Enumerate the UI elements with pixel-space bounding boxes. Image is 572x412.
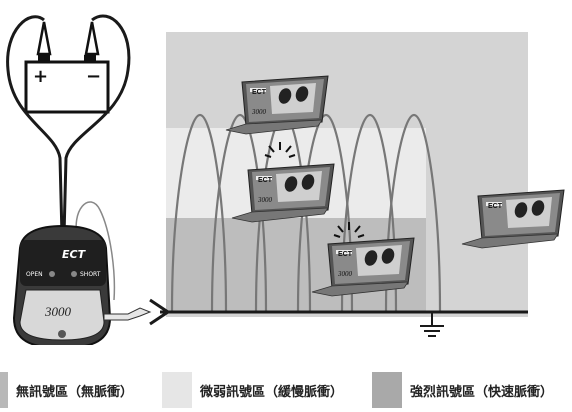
battery-plus-label: + <box>33 66 48 87</box>
legend: 無訊號區（無脈衝） 微弱訊號區（緩慢脈衝） 強烈訊號區（快速脈衝） <box>0 372 572 408</box>
tester-model-label: 3000 <box>44 304 72 319</box>
receiver-model-label: 3000 <box>337 270 353 278</box>
alligator-clip-icon <box>103 307 152 321</box>
legend-label: 微弱訊號區（緩慢脈衝） <box>200 384 344 400</box>
tester-open-label: OPEN <box>26 271 43 278</box>
battery-icon: + − <box>24 55 110 114</box>
tester-short-label: SHORT <box>80 271 101 278</box>
ground-symbol-icon <box>420 312 444 337</box>
transmitter-device: ECT OPEN SHORT 3000 <box>12 224 112 345</box>
receiver-brand-label: ECT <box>488 203 503 210</box>
receiver-model-label: 3000 <box>257 196 273 204</box>
receiver-no-signal-top: ECT 3000 <box>225 75 329 135</box>
battery-minus-label: − <box>86 66 101 87</box>
cable-arrow <box>149 298 171 326</box>
legend-swatch <box>372 372 402 408</box>
legend-swatch <box>0 372 8 408</box>
legend-item-weak-signal: 微弱訊號區（緩慢脈衝） <box>162 372 343 408</box>
battery-lead-wires <box>6 14 131 237</box>
legend-label: 強烈訊號區（快速脈衝） <box>410 384 554 400</box>
receiver-weak-signal: ECT 3000 <box>231 163 335 223</box>
legend-item-strong-signal: 強烈訊號區（快速脈衝） <box>372 372 553 408</box>
signal-zone-diagram: ECT 3000 ECT 3000 ECT 3000 ECT + − ECT O… <box>6 14 565 345</box>
thin-lead-wire <box>75 201 116 301</box>
receiver-model-label: 3000 <box>251 108 267 116</box>
tester-brand-label: ECT <box>62 248 87 261</box>
tester-logo-icon <box>58 330 66 338</box>
legend-item-no-signal: 無訊號區（無脈衝） <box>0 372 133 408</box>
legend-label: 無訊號區（無脈衝） <box>16 384 134 400</box>
short-led-icon <box>71 271 77 277</box>
battery-clamps <box>36 21 100 56</box>
receiver-brand-label: ECT <box>252 89 267 96</box>
receiver-no-signal-right: ECT <box>461 189 565 249</box>
receiver-brand-label: ECT <box>338 251 353 258</box>
legend-swatch <box>162 372 192 408</box>
receiver-strong-signal: ECT 3000 <box>311 237 415 297</box>
receiver-brand-label: ECT <box>258 177 273 184</box>
open-led-icon <box>49 271 55 277</box>
